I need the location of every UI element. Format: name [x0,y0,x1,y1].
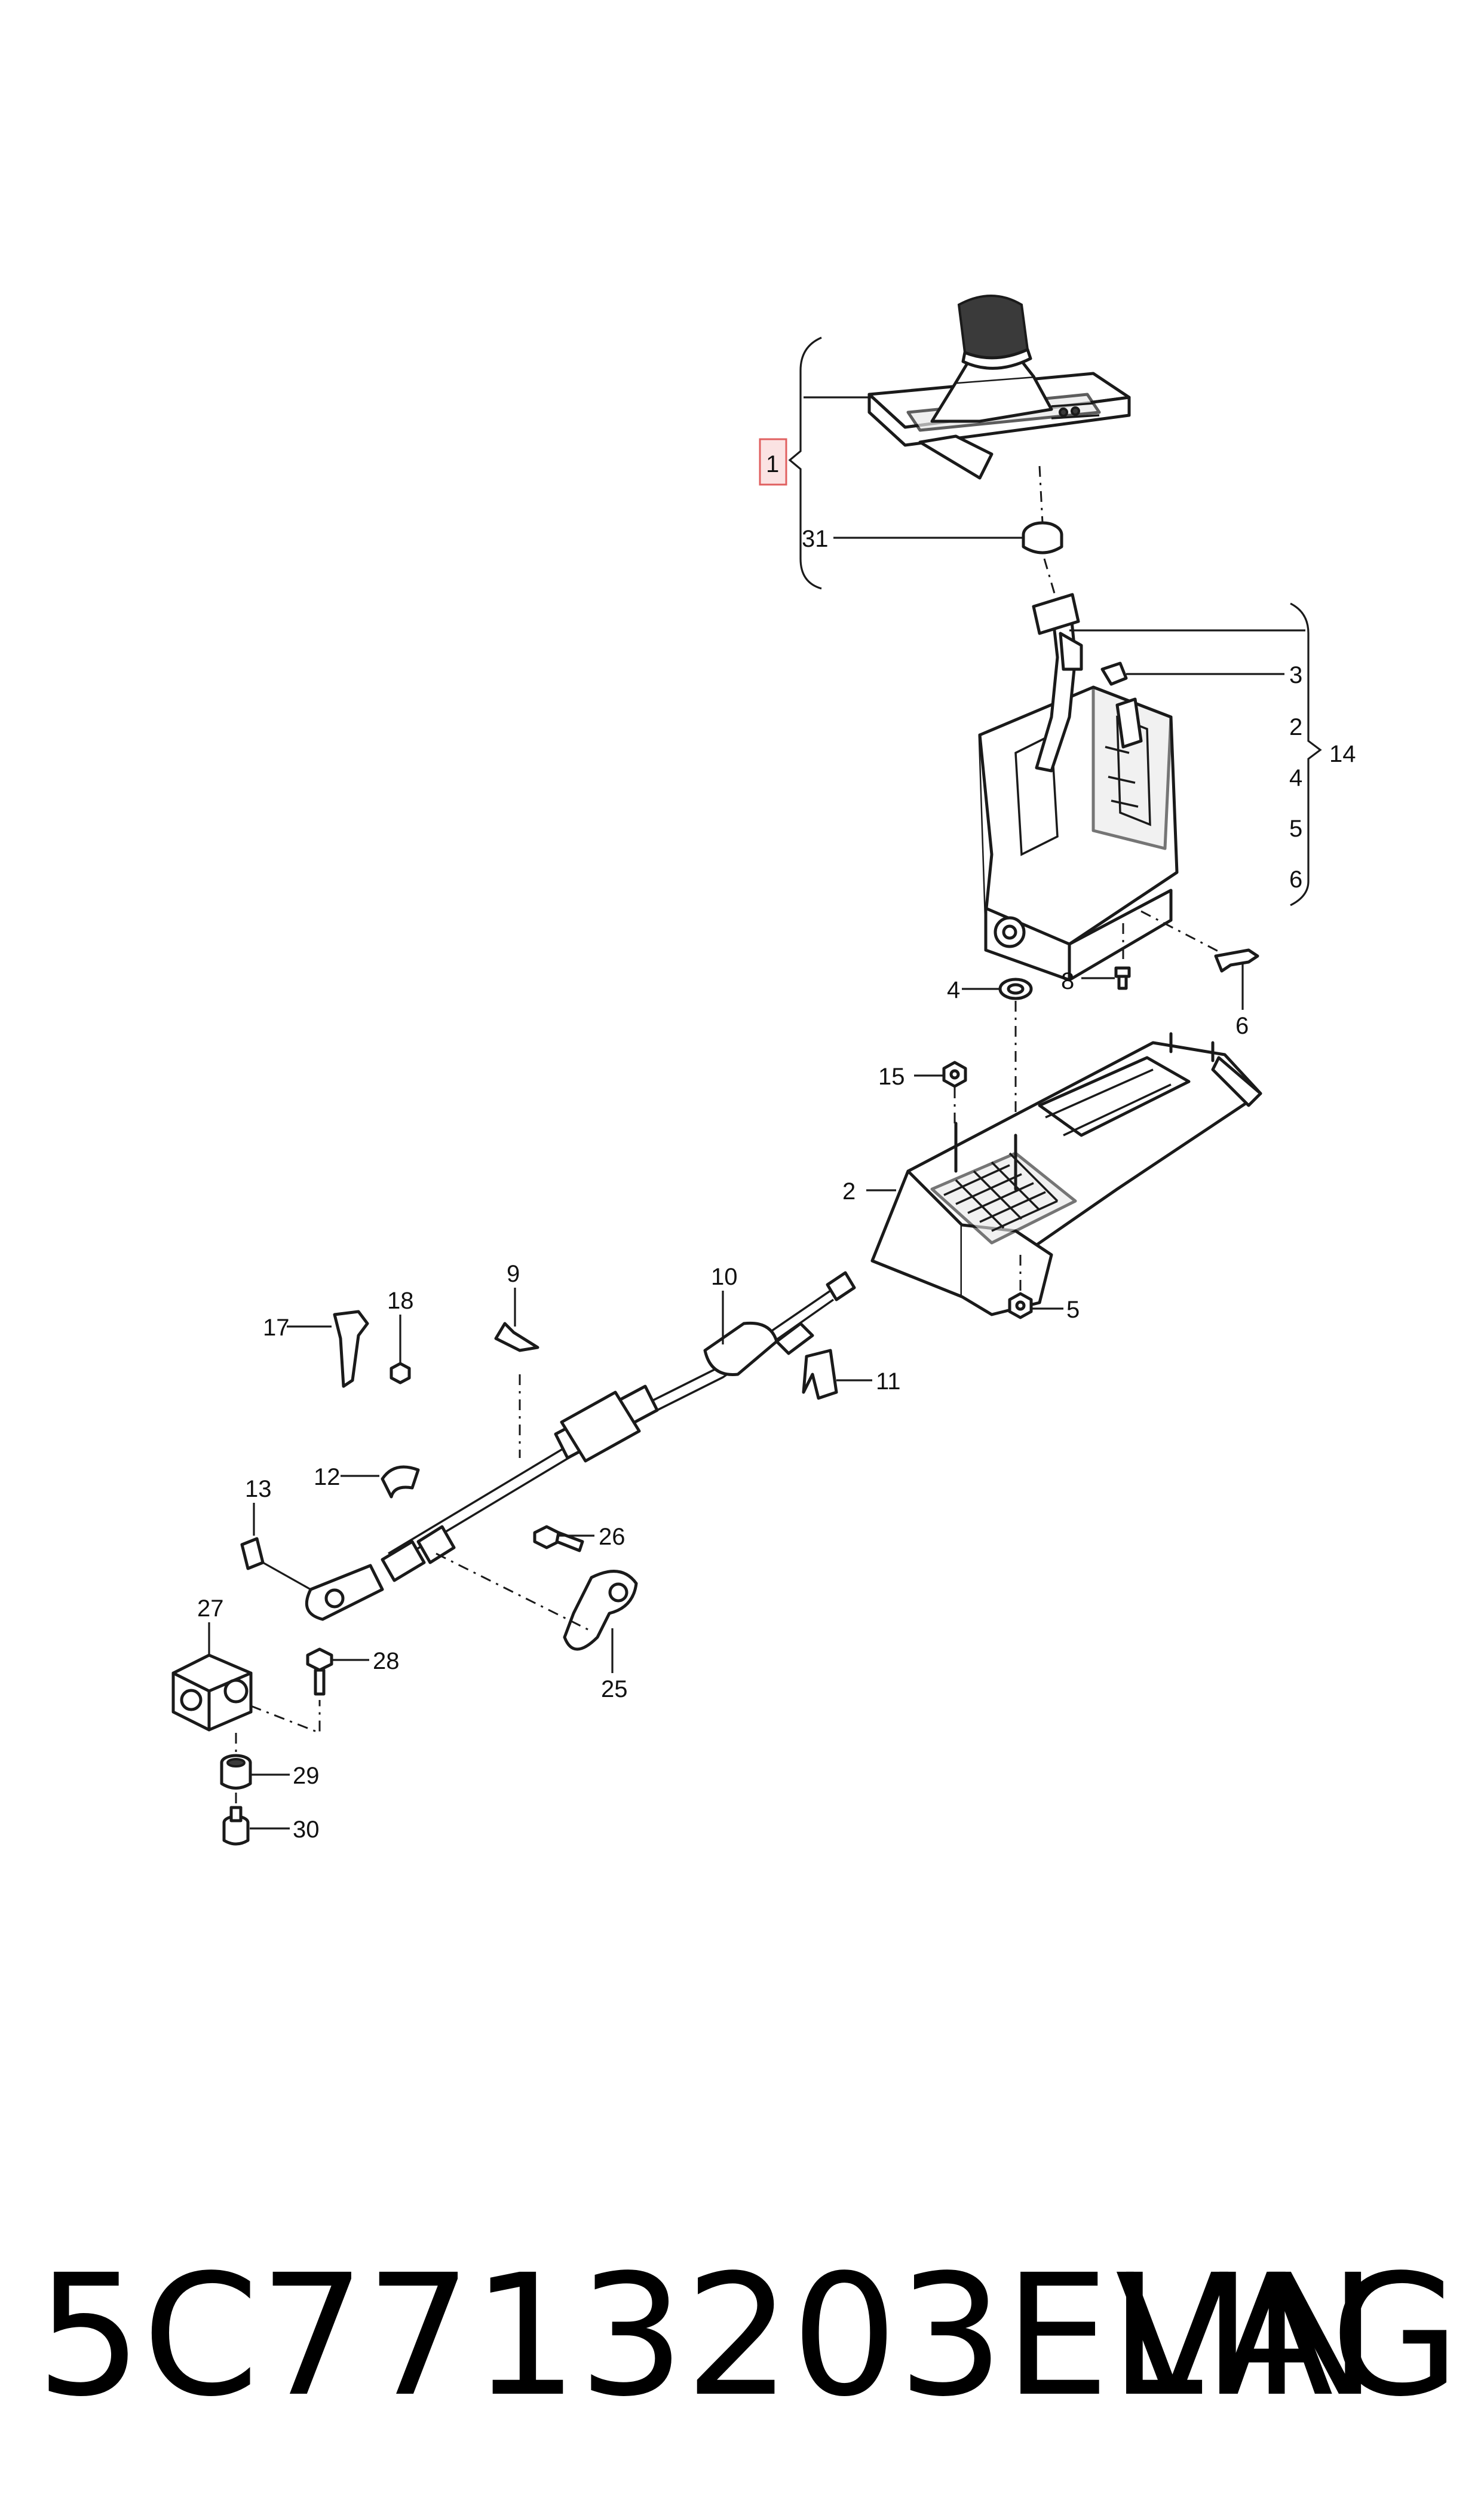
nut-5[interactable] [1008,1292,1033,1319]
selector-cable[interactable] [305,1271,856,1621]
callout-3[interactable]: 3 [1289,662,1302,688]
screw-28[interactable] [306,1647,333,1696]
callout-30[interactable]: 30 [293,1816,320,1843]
callout-25[interactable]: 25 [601,1676,628,1702]
washer-4[interactable] [998,978,1033,1000]
clip-13[interactable] [240,1537,265,1570]
callout-14[interactable]: 14 [1329,741,1356,767]
callout-31[interactable]: 31 [802,526,829,552]
shift-mechanism-housing[interactable] [978,593,1179,982]
callout-2b[interactable]: 2 [842,1178,856,1205]
callout-13[interactable]: 13 [245,1476,272,1502]
callout-9[interactable]: 9 [507,1261,520,1287]
callout-5a[interactable]: 5 [1289,816,1302,842]
spring-clip-9[interactable] [494,1322,539,1352]
callout-2a[interactable]: 2 [1289,714,1302,740]
bolt-8[interactable] [1114,966,1131,990]
bracket-25[interactable] [563,1570,638,1651]
callout-11[interactable]: 11 [876,1368,901,1395]
screw-26[interactable] [533,1525,584,1552]
insert-30[interactable] [222,1806,250,1846]
callout-5b[interactable]: 5 [1066,1297,1080,1323]
shift-housing-base[interactable] [870,1032,1262,1316]
bushing-29[interactable] [220,1754,252,1790]
brand-label: VAG [1115,2239,1460,2434]
part-number-label: 5C7713203ELIN [36,2239,1378,2434]
callout-18[interactable]: 18 [387,1288,414,1314]
mounting-block-27[interactable] [171,1653,253,1732]
cable-clip-11[interactable] [802,1349,838,1400]
callout-6b[interactable]: 6 [1235,1013,1249,1039]
callout-4b[interactable]: 4 [947,977,960,1003]
callout-8[interactable]: 8 [1061,968,1074,994]
callout-17[interactable]: 17 [263,1315,290,1341]
retaining-clip[interactable] [1100,661,1128,686]
dust-boot-ring[interactable] [1022,521,1063,555]
circlip-12[interactable] [381,1465,420,1499]
bracket-6[interactable] [1214,948,1259,973]
bracket-17[interactable] [333,1310,369,1388]
callout-1-highlight [759,438,787,486]
callout-12[interactable]: 12 [314,1464,341,1490]
callout-15[interactable]: 15 [878,1064,905,1090]
shift-knob-trim-assembly[interactable] [867,295,1131,480]
callout-1[interactable]: 1 [766,451,779,477]
nut-15[interactable] [942,1061,967,1088]
callout-29[interactable]: 29 [293,1763,320,1789]
callout-4a[interactable]: 4 [1289,765,1302,791]
callout-27[interactable]: 27 [197,1595,224,1622]
callout-26[interactable]: 26 [599,1524,626,1550]
nut-18[interactable] [390,1362,411,1384]
callout-28[interactable]: 28 [373,1648,400,1674]
callout-10[interactable]: 10 [711,1264,738,1290]
callout-6a[interactable]: 6 [1289,866,1302,893]
